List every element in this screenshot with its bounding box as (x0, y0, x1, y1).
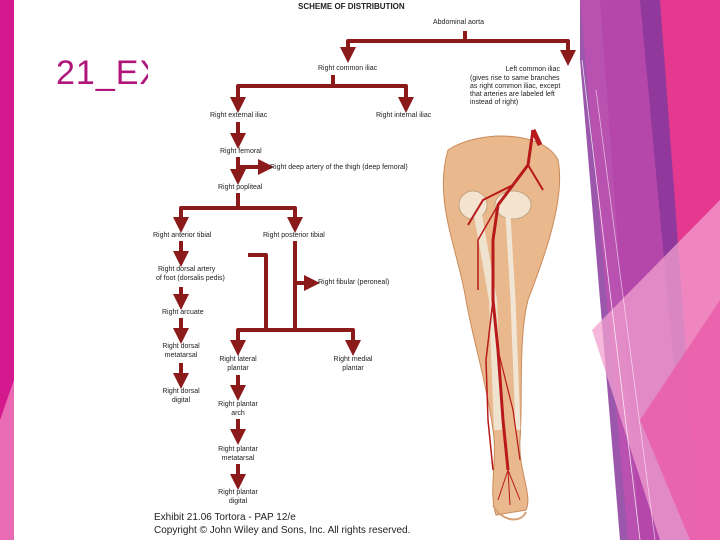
label-left-common-iliac-note-4: instead of right) (470, 99, 519, 106)
label-right-plantar-arch-2: arch (231, 410, 245, 417)
label-right-plantar-metatarsal-2: metatarsal (221, 455, 255, 462)
artery-paths (467, 128, 544, 506)
caption-line-2: Copyright © John Wiley and Sons, Inc. Al… (154, 525, 411, 536)
label-right-dorsal-digital-1: Right dorsal (162, 388, 200, 395)
label-right-medial-plantar-1: Right medial (333, 356, 373, 363)
label-right-posterior-tibial: Right posterior tibial (263, 232, 325, 239)
label-right-dorsal-digital-2: digital (171, 397, 191, 404)
label-right-internal-iliac: Right internal iliac (376, 112, 432, 119)
label-right-plantar-arch-1: Right plantar (218, 401, 258, 408)
label-left-common-iliac: Left common iliac (505, 66, 560, 73)
label-right-plantar-metatarsal-1: Right plantar (218, 446, 258, 453)
leg-illustration (442, 128, 561, 521)
label-right-femoral: Right femoral (220, 148, 262, 155)
artery-figure: SCHEME OF DISTRIBUTION Abdominal aorta R… (148, 0, 580, 540)
caption-line-1: Exhibit 21.06 Tortora - PAP 12/e (154, 512, 296, 523)
left-accent-lower (0, 380, 14, 540)
label-left-common-iliac-note-3: that arteries are labeled left (470, 91, 555, 98)
label-right-deep-artery: Right deep artery of the thigh (deep fem… (270, 164, 408, 171)
label-right-lateral-plantar-2: plantar (227, 365, 249, 372)
label-right-lateral-plantar-1: Right lateral (219, 356, 257, 363)
label-right-arcuate: Right arcuate (162, 309, 204, 316)
leg-shape (442, 135, 561, 521)
label-left-common-iliac-note-2: as right common iliac, except (470, 83, 561, 90)
label-right-dorsal-artery-1: Right dorsal artery (158, 266, 216, 273)
diagram-title: SCHEME OF DISTRIBUTION (298, 2, 405, 11)
slide-title: 21_EX (56, 54, 164, 92)
label-abdominal-aorta: Abdominal aorta (433, 19, 484, 26)
label-right-plantar-digital-2: digital (228, 498, 248, 505)
figure-caption: Exhibit 21.06 Tortora - PAP 12/e Copyrig… (154, 511, 410, 537)
label-right-medial-plantar-2: plantar (342, 365, 364, 372)
label-right-dorsal-metatarsal-2: metatarsal (164, 352, 198, 359)
label-right-plantar-digital-1: Right plantar (218, 489, 258, 496)
label-right-anterior-tibial: Right anterior tibial (153, 232, 212, 239)
label-right-dorsal-metatarsal-1: Right dorsal (162, 343, 200, 350)
right-panel-accent (640, 300, 720, 540)
label-right-dorsal-artery-2: of foot (dorsalis pedis) (156, 275, 225, 282)
label-right-common-iliac: Right common iliac (318, 65, 378, 72)
label-right-external-iliac: Right external iliac (210, 112, 268, 119)
flowchart-arrows (173, 31, 576, 490)
label-right-fibular: Right fibular (peroneal) (318, 279, 390, 286)
label-left-common-iliac-note-1: (gives rise to same branches (470, 75, 560, 82)
label-right-popliteal: Right popliteal (218, 184, 263, 191)
